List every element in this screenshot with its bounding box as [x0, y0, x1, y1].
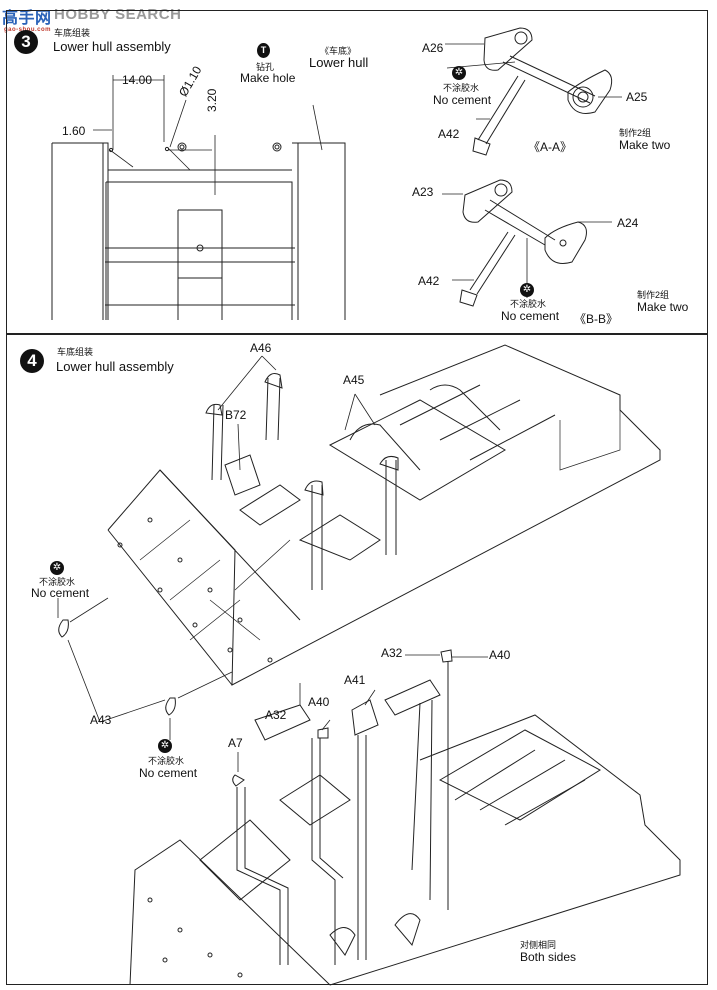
lower-hull-label-cn: 《车底》 — [320, 46, 357, 56]
part-A46: A46 — [250, 341, 272, 355]
dim-1-60: 1.60 — [62, 124, 86, 138]
step4-panel — [6, 333, 708, 985]
part-A26: A26 — [422, 41, 444, 55]
step3-title: Lower hull assembly — [53, 39, 171, 54]
bb-make-cn: 制作2组 — [637, 290, 670, 300]
part-A42-bb: A42 — [418, 274, 440, 288]
dim-14: 14.00 — [122, 73, 153, 87]
part-B72: B72 — [225, 408, 247, 422]
part-A23: A23 — [412, 185, 434, 199]
part-A32-mid: A32 — [265, 708, 287, 722]
both-sides: Both sides — [520, 950, 577, 964]
bb-section-label: 《B-B》 — [574, 312, 619, 326]
aa-nocement-cn: 不涂胶水 — [443, 83, 480, 93]
part-A45: A45 — [343, 373, 365, 387]
part-A7: A7 — [228, 736, 243, 750]
drill-label: Make hole — [240, 71, 296, 85]
part-A43: A43 — [90, 713, 112, 727]
step3-badge: 3 — [14, 30, 38, 54]
no-cement-icon: ✲ — [452, 66, 466, 80]
part-A40-top: A40 — [489, 648, 511, 662]
step4-title-cn: 车底组装 — [57, 347, 94, 357]
bb-nocement-cn: 不涂胶水 — [510, 299, 547, 309]
nocement2-cn: 不涂胶水 — [148, 756, 185, 766]
step4-title: Lower hull assembly — [56, 359, 174, 374]
step3-title-cn: 车底组装 — [54, 28, 91, 38]
aa-section-label: 《A-A》 — [528, 140, 573, 154]
no-cement-icon: ✲ — [158, 739, 172, 753]
part-A40-mid: A40 — [308, 695, 330, 709]
part-A42-aa: A42 — [438, 127, 460, 141]
nocement1: No cement — [31, 586, 90, 600]
part-A32-top: A32 — [381, 646, 403, 660]
lower-hull-label: Lower hull — [309, 55, 369, 70]
step4-badge: 4 — [20, 349, 44, 373]
dim-3-20: 3.20 — [205, 88, 219, 112]
no-cement-icon: ✲ — [520, 283, 534, 297]
nocement1-cn: 不涂胶水 — [39, 577, 76, 587]
aa-nocement: No cement — [433, 93, 492, 107]
no-cement-icon: ✲ — [50, 561, 64, 575]
step3-panel — [6, 10, 708, 335]
watermark-logo: 高手网 — [2, 10, 52, 27]
drill-icon: T — [257, 43, 270, 58]
drill-label-cn: 钻孔 — [256, 62, 275, 72]
part-A41: A41 — [344, 673, 366, 687]
nocement2: No cement — [139, 766, 198, 780]
part-A25: A25 — [626, 90, 648, 104]
both-sides-cn: 对侧相同 — [520, 940, 557, 950]
bb-make-two: Make two — [637, 300, 689, 314]
aa-make-two: Make two — [619, 138, 671, 152]
part-A24: A24 — [617, 216, 639, 230]
aa-make-cn: 制作2组 — [619, 128, 652, 138]
bb-nocement: No cement — [501, 309, 560, 323]
